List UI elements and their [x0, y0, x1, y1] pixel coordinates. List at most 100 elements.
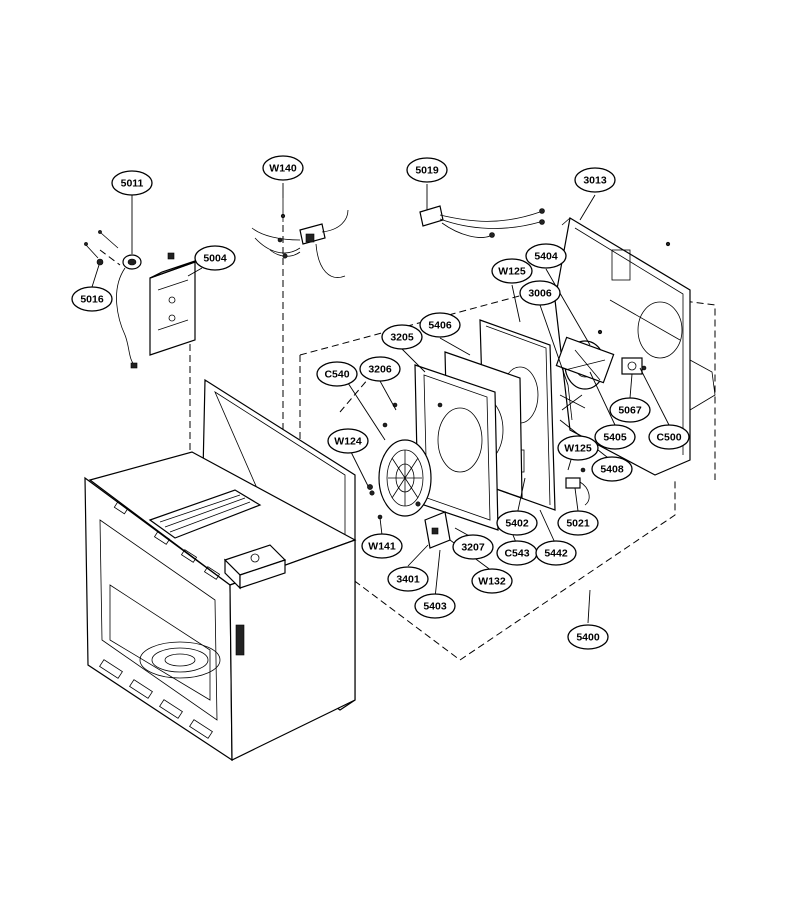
part-door-frame-3205: [414, 364, 499, 531]
callout-5402: 5402: [496, 510, 538, 536]
callout-bubble: [262, 155, 304, 181]
callout-bubble: [557, 510, 599, 536]
callout-3401: 3401: [387, 566, 429, 592]
callout-text: C540: [324, 369, 349, 381]
part-sensor-5011: [116, 254, 142, 369]
callout-bubble: [648, 424, 690, 450]
callout-bubble: [535, 540, 577, 566]
callout-bubble: [71, 286, 113, 312]
part-connector-5021: [565, 467, 590, 506]
part-bracket-5004: [149, 252, 208, 356]
callout-w124: W124: [327, 428, 369, 454]
callout-bubble: [591, 456, 633, 482]
callout-bubble: [452, 534, 494, 560]
callout-5405: 5405: [594, 424, 636, 450]
callout-bubble: [111, 170, 153, 196]
part-bracket-3401: [415, 501, 451, 549]
callout-text: 3205: [390, 332, 414, 344]
callout-w132: W132: [471, 568, 513, 594]
callout-text: C543: [504, 548, 529, 560]
oven-cavity: [84, 378, 357, 762]
callout-text: 5405: [603, 432, 627, 444]
callout-bubble: [491, 258, 533, 284]
part-connector-5019: [419, 205, 545, 238]
callout-text: 5067: [618, 405, 642, 417]
callout-text: W125: [564, 443, 592, 455]
part-fan-cover-C540: [378, 439, 432, 517]
callout-text: 3013: [583, 175, 607, 187]
callout-bubble: [557, 435, 599, 461]
callout-text: W140: [269, 163, 297, 175]
callout-5400: 5400: [567, 624, 609, 650]
callout-text: 3401: [396, 574, 420, 586]
callout-text: 5400: [576, 632, 600, 644]
callout-text: 5442: [544, 548, 568, 560]
callout-text: 5406: [428, 320, 452, 332]
callout-text: C500: [656, 432, 681, 444]
callout-bubble: [567, 624, 609, 650]
callout-text: W125: [498, 266, 526, 278]
part-back-panel-3013: [554, 217, 716, 476]
callout-5406: 5406: [419, 312, 461, 338]
callout-text: 5403: [423, 601, 447, 613]
callout-bubble: [471, 568, 513, 594]
callout-5408: 5408: [591, 456, 633, 482]
callout-text: 5004: [203, 253, 227, 265]
callout-bubble: [419, 312, 461, 338]
callout-bubble: [387, 566, 429, 592]
callout-bubble: [594, 424, 636, 450]
part-screw-5016: [84, 230, 119, 266]
callout-text: 3206: [368, 364, 392, 376]
callout-3205: 3205: [381, 324, 423, 350]
callout-bubble: [574, 167, 616, 193]
callout-5404: 5404: [525, 243, 567, 269]
callout-5016: 5016: [71, 286, 113, 312]
callout-text: W141: [368, 541, 396, 553]
callout-w141: W141: [361, 533, 403, 559]
callout-w125-top: W125: [491, 258, 533, 284]
callout-c543: C543: [496, 540, 538, 566]
callout-5067: 5067: [609, 397, 651, 423]
callout-5019: 5019: [406, 157, 448, 183]
callout-5011: 5011: [111, 170, 153, 196]
callout-c540: C540: [316, 361, 358, 387]
part-harness-W140: [251, 198, 349, 278]
callout-text: 5011: [121, 178, 144, 190]
callout-text: 5021: [566, 518, 590, 530]
callout-text: W124: [334, 436, 362, 448]
callout-w125-mid: W125: [557, 435, 599, 461]
callout-5442: 5442: [535, 540, 577, 566]
callout-3013: 3013: [574, 167, 616, 193]
callout-bubble: [316, 361, 358, 387]
callout-bubble: [361, 533, 403, 559]
callout-bubble: [406, 157, 448, 183]
callout-bubble: [496, 510, 538, 536]
callout-3006: 3006: [519, 280, 561, 306]
callout-text: 3006: [528, 288, 552, 300]
callout-bubble: [381, 324, 423, 350]
callout-text: 5016: [80, 294, 104, 306]
callout-bubble: [519, 280, 561, 306]
callout-w140: W140: [262, 155, 304, 181]
callout-5021: 5021: [557, 510, 599, 536]
callout-text: 5019: [415, 165, 439, 177]
callout-c500: C500: [648, 424, 690, 450]
callout-text: W132: [478, 576, 506, 588]
callout-bubble: [194, 245, 236, 271]
part-fan-motor-5404: [555, 329, 615, 390]
callout-3206: 3206: [359, 356, 401, 382]
part-fan-3006: [559, 384, 586, 421]
callout-bubble: [414, 593, 456, 619]
callout-text: 5404: [534, 251, 558, 263]
callout-text: 5408: [600, 464, 624, 476]
callout-bubble: [327, 428, 369, 454]
callout-bubble: [609, 397, 651, 423]
part-sensor-5067: [621, 357, 647, 375]
callout-5403: 5403: [414, 593, 456, 619]
callout-text: 5402: [505, 518, 529, 530]
callout-bubble: [525, 243, 567, 269]
callout-text: 3207: [461, 542, 485, 554]
callout-bubble: [359, 356, 401, 382]
callout-3207: 3207: [452, 534, 494, 560]
